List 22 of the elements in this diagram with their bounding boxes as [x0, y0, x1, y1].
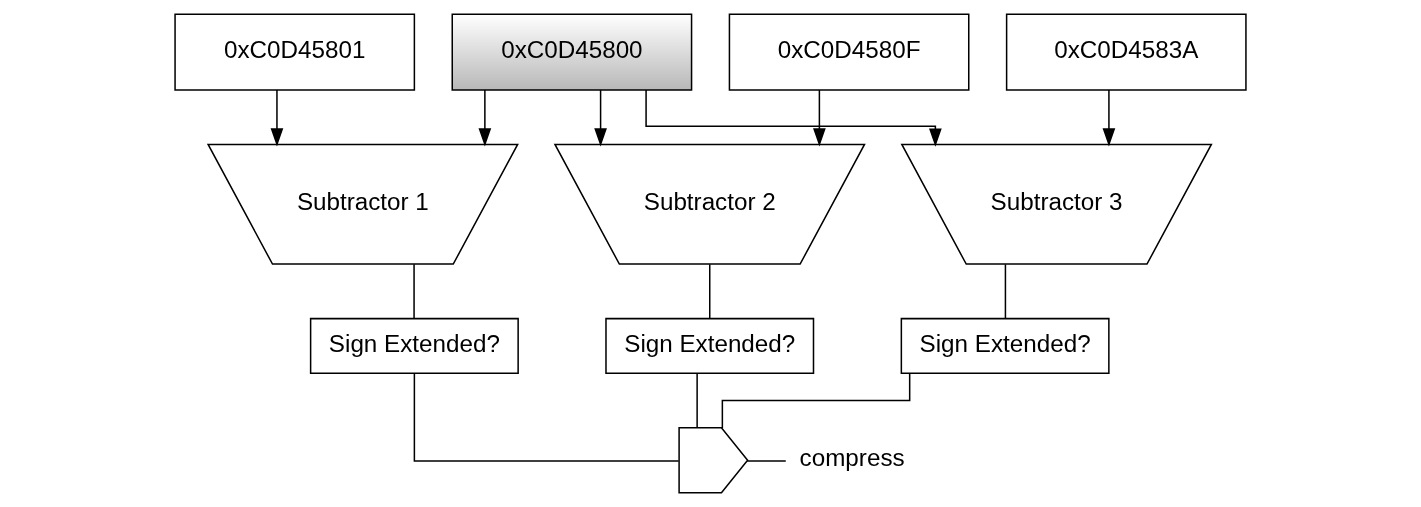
arrow: [478, 89, 492, 147]
node-gate: [678, 426, 749, 494]
arrow: [594, 89, 607, 147]
node-box: Sign Extended?: [605, 317, 815, 374]
node-box: 0xC0D4580F: [728, 13, 970, 91]
arrow: [813, 89, 826, 147]
connector: [721, 373, 911, 429]
node-box: Sign Extended?: [309, 317, 519, 374]
node-box: 0xC0D45801: [174, 13, 416, 91]
node-box: Sign Extended?: [900, 317, 1110, 374]
node-text: compress: [799, 444, 905, 472]
arrow: [270, 89, 284, 147]
connector: [1004, 263, 1007, 319]
node-box: 0xC0D4583A: [1005, 13, 1247, 91]
arrow: [645, 89, 942, 147]
connector: [746, 460, 787, 462]
connector: [709, 263, 711, 319]
connector: [696, 372, 698, 429]
connector: [413, 263, 415, 319]
arrow: [1102, 89, 1116, 147]
node-box: 0xC0D45800: [451, 13, 693, 91]
connector: [413, 372, 680, 462]
